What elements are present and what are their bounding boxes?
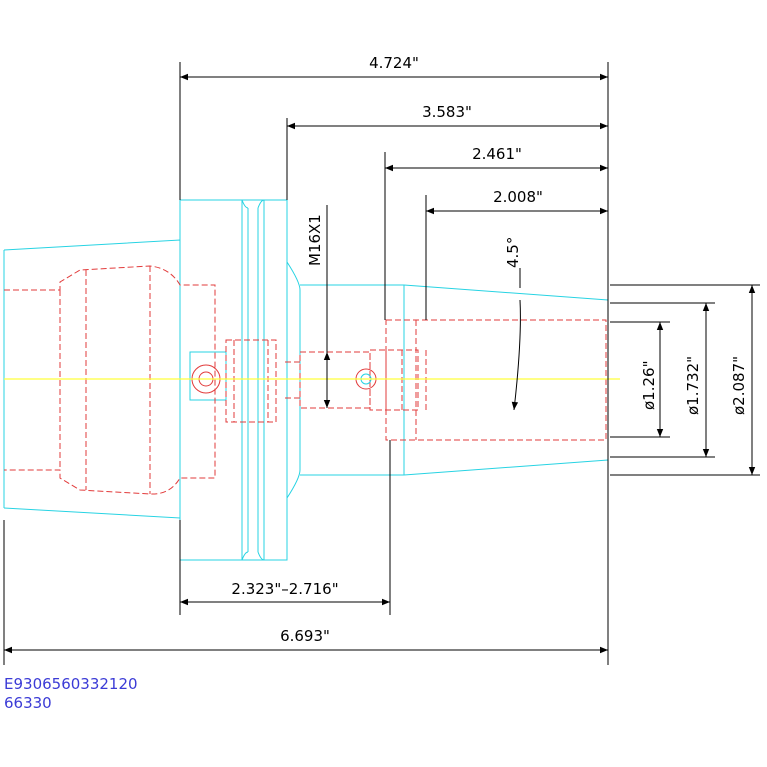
angle-label: 4.5° <box>504 237 522 268</box>
dim-2461-label: 2.461" <box>472 145 522 163</box>
dia-2087-label: ø2.087" <box>730 356 748 415</box>
code-number: 66330 <box>4 694 52 712</box>
dim-6693-label: 6.693" <box>280 627 330 645</box>
dim-4724-label: 4.724" <box>369 54 419 72</box>
dia-126-label: ø1.26" <box>640 361 658 410</box>
hidden-lines <box>4 265 607 495</box>
dimension-lines <box>3 62 760 665</box>
dim-range-label: 2.323"–2.716" <box>231 580 338 598</box>
dim-3583-label: 3.583" <box>422 103 472 121</box>
thread-label: M16X1 <box>306 214 324 266</box>
dim-2008-label: 2.008" <box>493 188 543 206</box>
dia-1732-label: ø1.732" <box>684 356 702 415</box>
part-number: E9306560332120 <box>4 675 138 693</box>
